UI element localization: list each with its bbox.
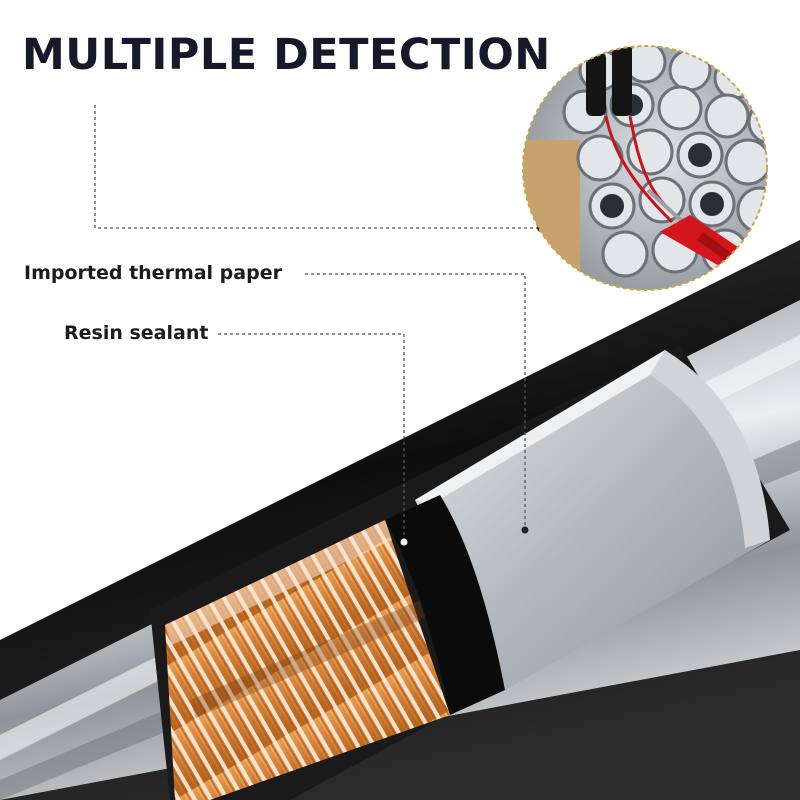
thermal-paper-section xyxy=(415,350,770,690)
resin-sealant-band xyxy=(385,495,505,715)
leader-line-detection xyxy=(94,105,540,229)
copper-coil-section xyxy=(165,520,450,800)
headline: MULTIPLE DETECTION xyxy=(22,30,551,80)
inset-photo xyxy=(522,45,768,291)
leader-line-thermal-paper xyxy=(305,273,526,530)
callout-thermal-paper: Imported thermal paper xyxy=(24,262,282,284)
leader-lines xyxy=(94,105,540,542)
leader-dot-resin xyxy=(400,538,408,546)
leader-line-resin xyxy=(218,333,405,542)
leader-dot-thermal-paper xyxy=(521,526,529,534)
inset-tube-openings xyxy=(600,94,724,218)
callout-resin-sealant: Resin sealant xyxy=(64,322,209,344)
